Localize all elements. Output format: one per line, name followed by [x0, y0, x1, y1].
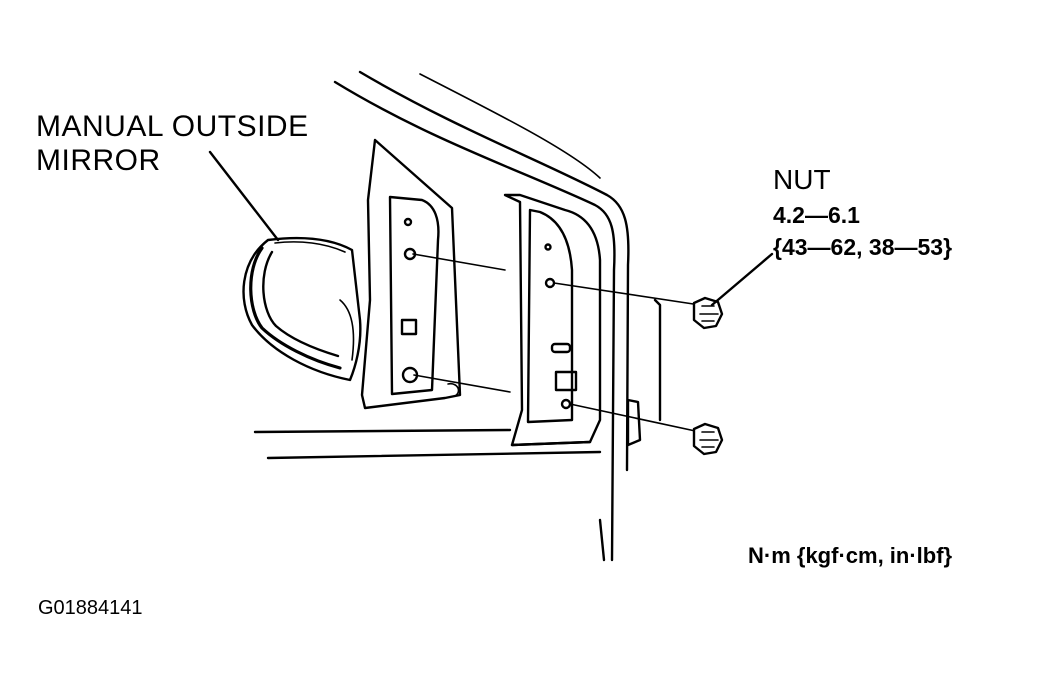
mirror-leader-line: [208, 150, 280, 242]
nut-lower: [692, 422, 724, 456]
nut-torque-nm: 4.2—6.1: [773, 202, 860, 228]
nut-leader-line: [710, 252, 774, 307]
mirror-callout-label-line2: MIRROR: [36, 144, 161, 177]
nut-torque-alt-units: {43—62, 38—53}: [773, 234, 953, 260]
torque-units-legend: N·m {kgf·cm, in·lbf}: [748, 543, 953, 568]
mirror-base-bracket: [360, 138, 462, 410]
door-window-frame: [333, 70, 630, 562]
nut-callout-label: NUT: [773, 164, 831, 195]
nut-upper: [692, 296, 724, 330]
callout-leaders: [208, 150, 774, 307]
figure-id: G01884141: [38, 597, 143, 619]
mirror-housing: [242, 236, 362, 382]
door-belt-line: [253, 428, 602, 460]
mirror-callout-label-line1: MANUAL OUTSIDE: [36, 110, 309, 143]
door-mounting-plate: [503, 193, 662, 447]
installation-lines: [412, 253, 701, 433]
